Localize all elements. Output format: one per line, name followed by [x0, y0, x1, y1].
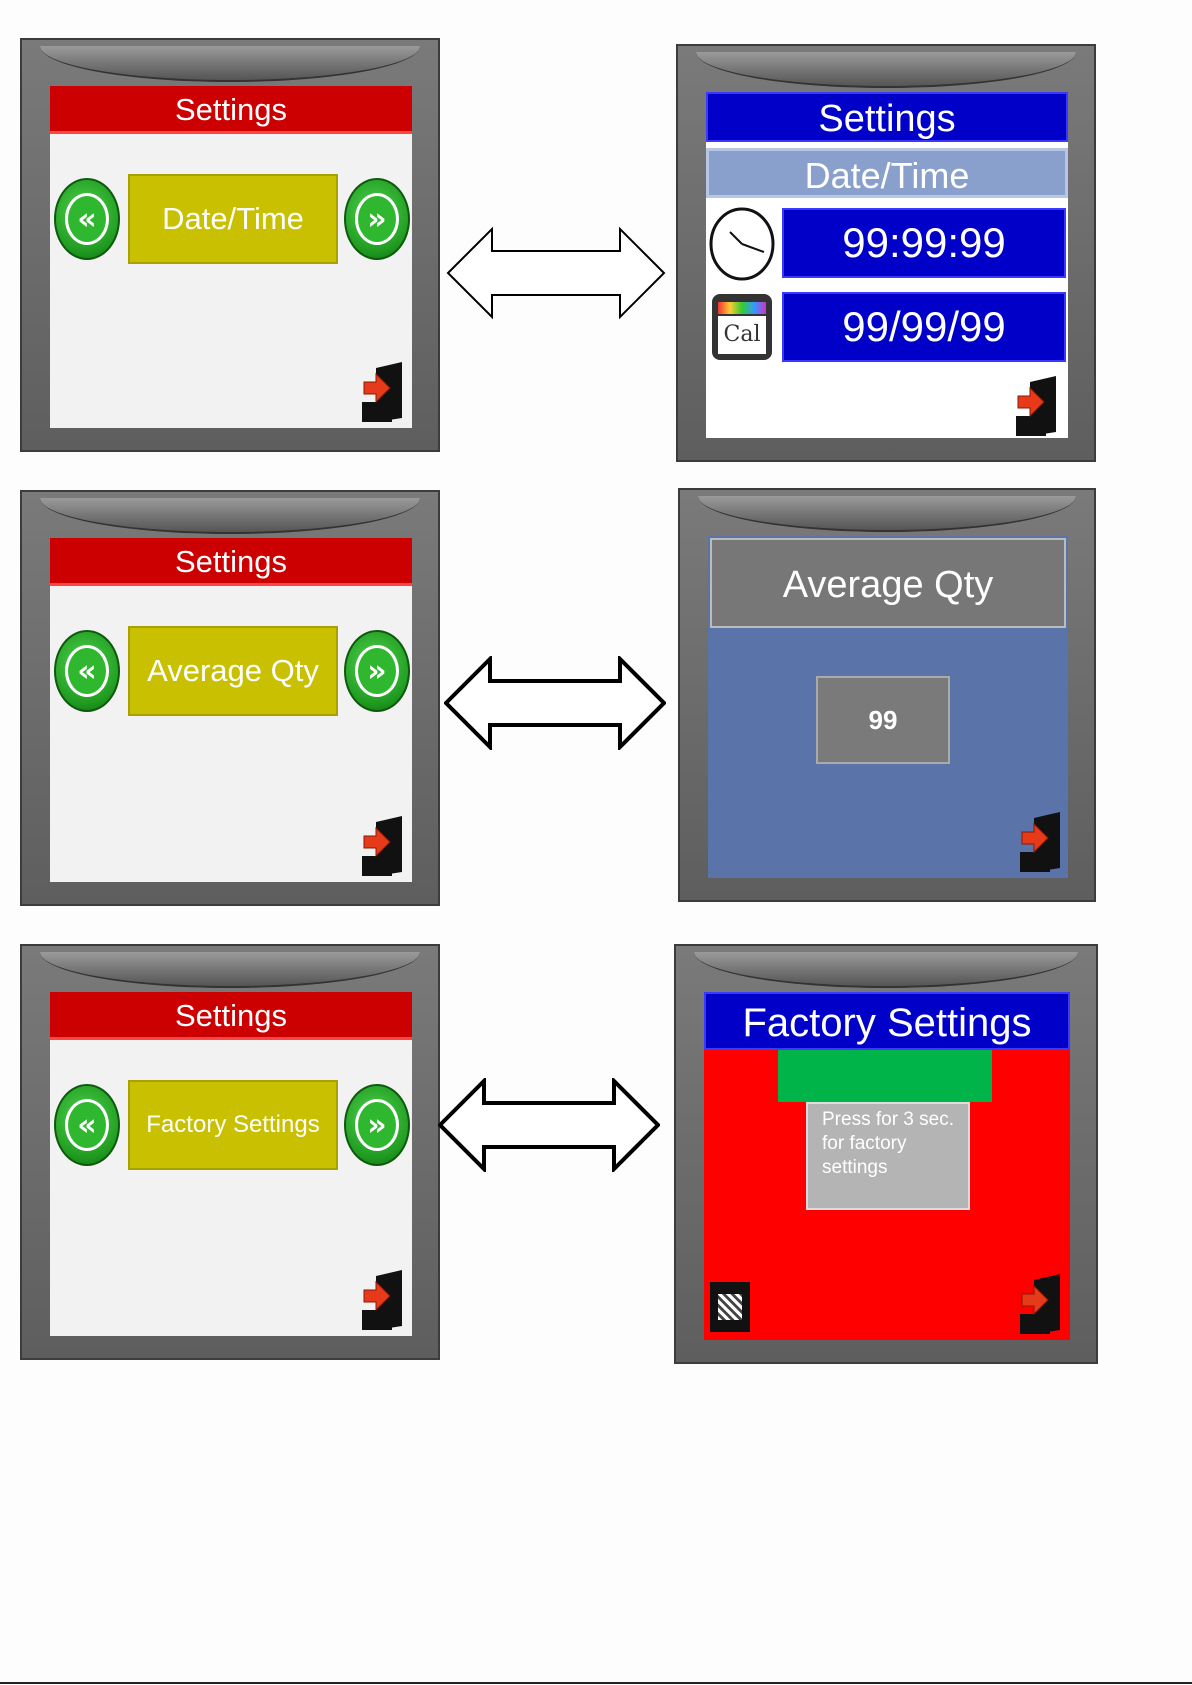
option-button[interactable]: Average Qty	[128, 626, 338, 716]
calendar-icon: Cal	[712, 294, 772, 360]
double-headed-arrow-icon	[444, 656, 666, 750]
next-button[interactable]: »	[344, 1084, 410, 1166]
option-button[interactable]: Factory Settings	[128, 1080, 338, 1170]
average-qty-value[interactable]: 99	[816, 676, 950, 764]
screen: Average Qty 99	[708, 536, 1068, 878]
double-chevron-left-icon: «	[65, 193, 109, 245]
page-title: Settings	[50, 86, 412, 134]
time-value[interactable]: 99:99:99	[782, 208, 1066, 278]
device-frame-settings-datetime: Settings « Date/Time »	[20, 38, 440, 452]
double-chevron-right-icon: »	[355, 193, 399, 245]
device-frame-datetime: Settings Date/Time 99:99:99 Cal 99/99/99	[676, 44, 1096, 462]
page-title: Average Qty	[710, 538, 1066, 628]
screen: Settings « Date/Time »	[50, 86, 412, 428]
factory-reset-button[interactable]	[778, 1050, 992, 1102]
double-chevron-right-icon: »	[355, 1099, 399, 1151]
double-chevron-left-icon: «	[65, 645, 109, 697]
screen: Settings « Factory Settings »	[50, 992, 412, 1336]
device-frame-settings-factory: Settings « Factory Settings »	[20, 944, 440, 1360]
device-frame-average-qty: Average Qty 99	[678, 488, 1096, 902]
page-subtitle: Date/Time	[706, 148, 1068, 198]
page-title: Settings	[50, 992, 412, 1040]
exit-door-icon[interactable]	[362, 816, 406, 876]
screen: Settings Date/Time 99:99:99 Cal 99/99/99	[706, 92, 1068, 438]
exit-door-icon[interactable]	[1016, 376, 1060, 436]
previous-button[interactable]: «	[54, 630, 120, 712]
exit-door-icon[interactable]	[1020, 812, 1064, 872]
double-chevron-right-icon: »	[355, 645, 399, 697]
page-title: Settings	[50, 538, 412, 586]
previous-button[interactable]: «	[54, 1084, 120, 1166]
factory-settings-hint: Press for 3 sec. for factory settings	[806, 1102, 970, 1210]
calendar-text: Cal	[718, 316, 766, 354]
exit-door-icon[interactable]	[1020, 1274, 1064, 1334]
logo-icon	[710, 1282, 750, 1332]
next-button[interactable]: »	[344, 630, 410, 712]
page-title: Factory Settings	[704, 992, 1070, 1050]
double-headed-arrow-icon	[438, 1078, 660, 1172]
page-title: Settings	[706, 92, 1068, 142]
double-chevron-left-icon: «	[65, 1099, 109, 1151]
screen: Settings « Average Qty »	[50, 538, 412, 882]
next-button[interactable]: »	[344, 178, 410, 260]
screen: Factory Settings Press for 3 sec. for fa…	[704, 992, 1070, 1340]
exit-door-icon[interactable]	[362, 1270, 406, 1330]
device-frame-factory-settings: Factory Settings Press for 3 sec. for fa…	[674, 944, 1098, 1364]
double-headed-arrow-icon	[446, 226, 666, 320]
clock-icon	[708, 206, 776, 282]
exit-door-icon[interactable]	[362, 362, 406, 422]
previous-button[interactable]: «	[54, 178, 120, 260]
page-bottom-rule	[0, 1682, 1192, 1684]
date-value[interactable]: 99/99/99	[782, 292, 1066, 362]
option-button[interactable]: Date/Time	[128, 174, 338, 264]
device-frame-settings-average-qty: Settings « Average Qty »	[20, 490, 440, 906]
